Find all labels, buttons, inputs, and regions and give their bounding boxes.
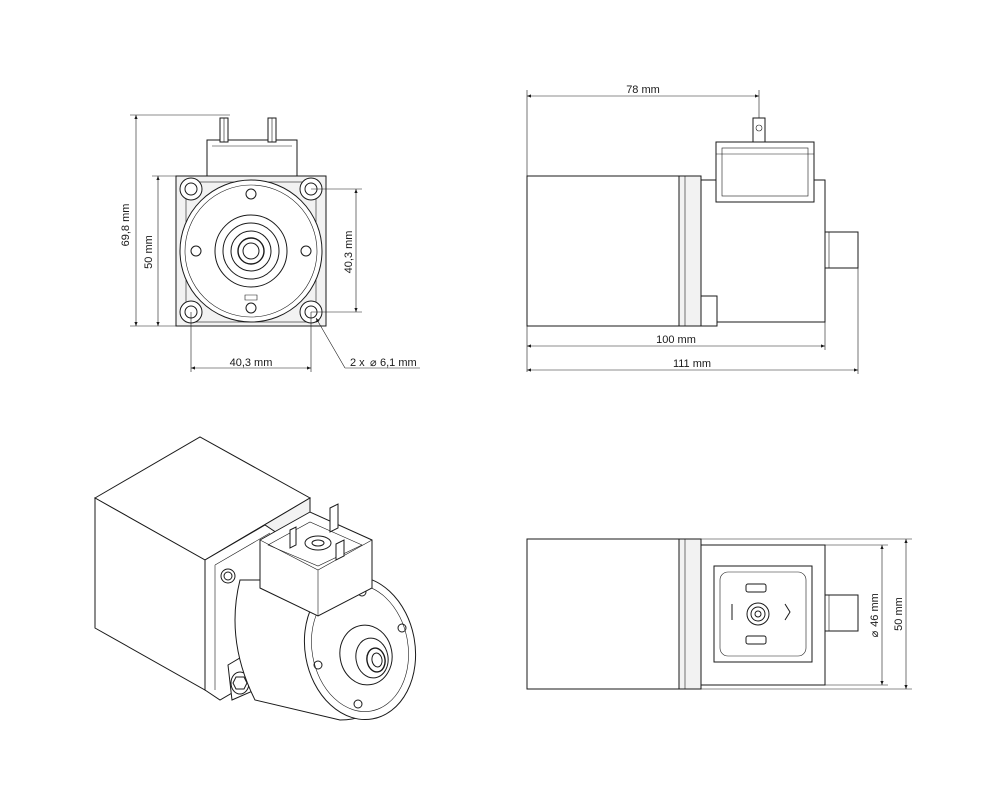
front-ring-holes (190, 188, 312, 314)
iso-port-boss (339, 624, 393, 686)
side-flange (678, 175, 702, 327)
side-coil-body (700, 179, 826, 323)
dim-bottom-diameter: 46 mm (869, 593, 881, 627)
side-connector-pin (752, 117, 766, 143)
dim-side-body-length: 100 mm (656, 334, 696, 346)
front-connector-housing (206, 139, 298, 183)
iso-connector (259, 511, 373, 617)
bottom-view: ⌀ 46 mm 50 mm (526, 538, 912, 690)
dim-hole-diameter: 6,1 mm (380, 357, 417, 369)
side-main-body (526, 175, 680, 327)
front-center-boss (214, 214, 288, 288)
bottom-port (824, 594, 859, 632)
isometric-view (93, 436, 417, 721)
dim-bottom-height: 50 mm (893, 597, 905, 631)
dim-front-height-body: 50 mm (143, 235, 155, 269)
dim-bottom-diameter-symbol: ⌀ (869, 630, 881, 637)
dim-front-hole-spacing-h: 40,3 mm (230, 357, 273, 369)
dim-front-hole-spacing-v: 40,3 mm (343, 231, 355, 274)
dim-hole-diameter-symbol: ⌀ (370, 357, 377, 369)
bottom-flange (678, 538, 702, 690)
dim-front-height-total: 69,8 mm (120, 204, 132, 247)
front-view: 69,8 mm 50 mm 40,3 mm 40,3 mm 2 x ⌀ 6,1 … (120, 114, 420, 372)
bottom-main-body (526, 538, 680, 690)
dim-hole-count: 2 x (350, 357, 365, 369)
dim-side-total-length: 111 mm (673, 358, 711, 370)
side-port (824, 231, 859, 269)
dim-side-connector-length: 78 mm (626, 84, 660, 96)
side-view: 78 mm 100 mm 111 mm (526, 84, 859, 374)
side-connector-housing (715, 141, 815, 203)
side-lug (700, 295, 718, 327)
